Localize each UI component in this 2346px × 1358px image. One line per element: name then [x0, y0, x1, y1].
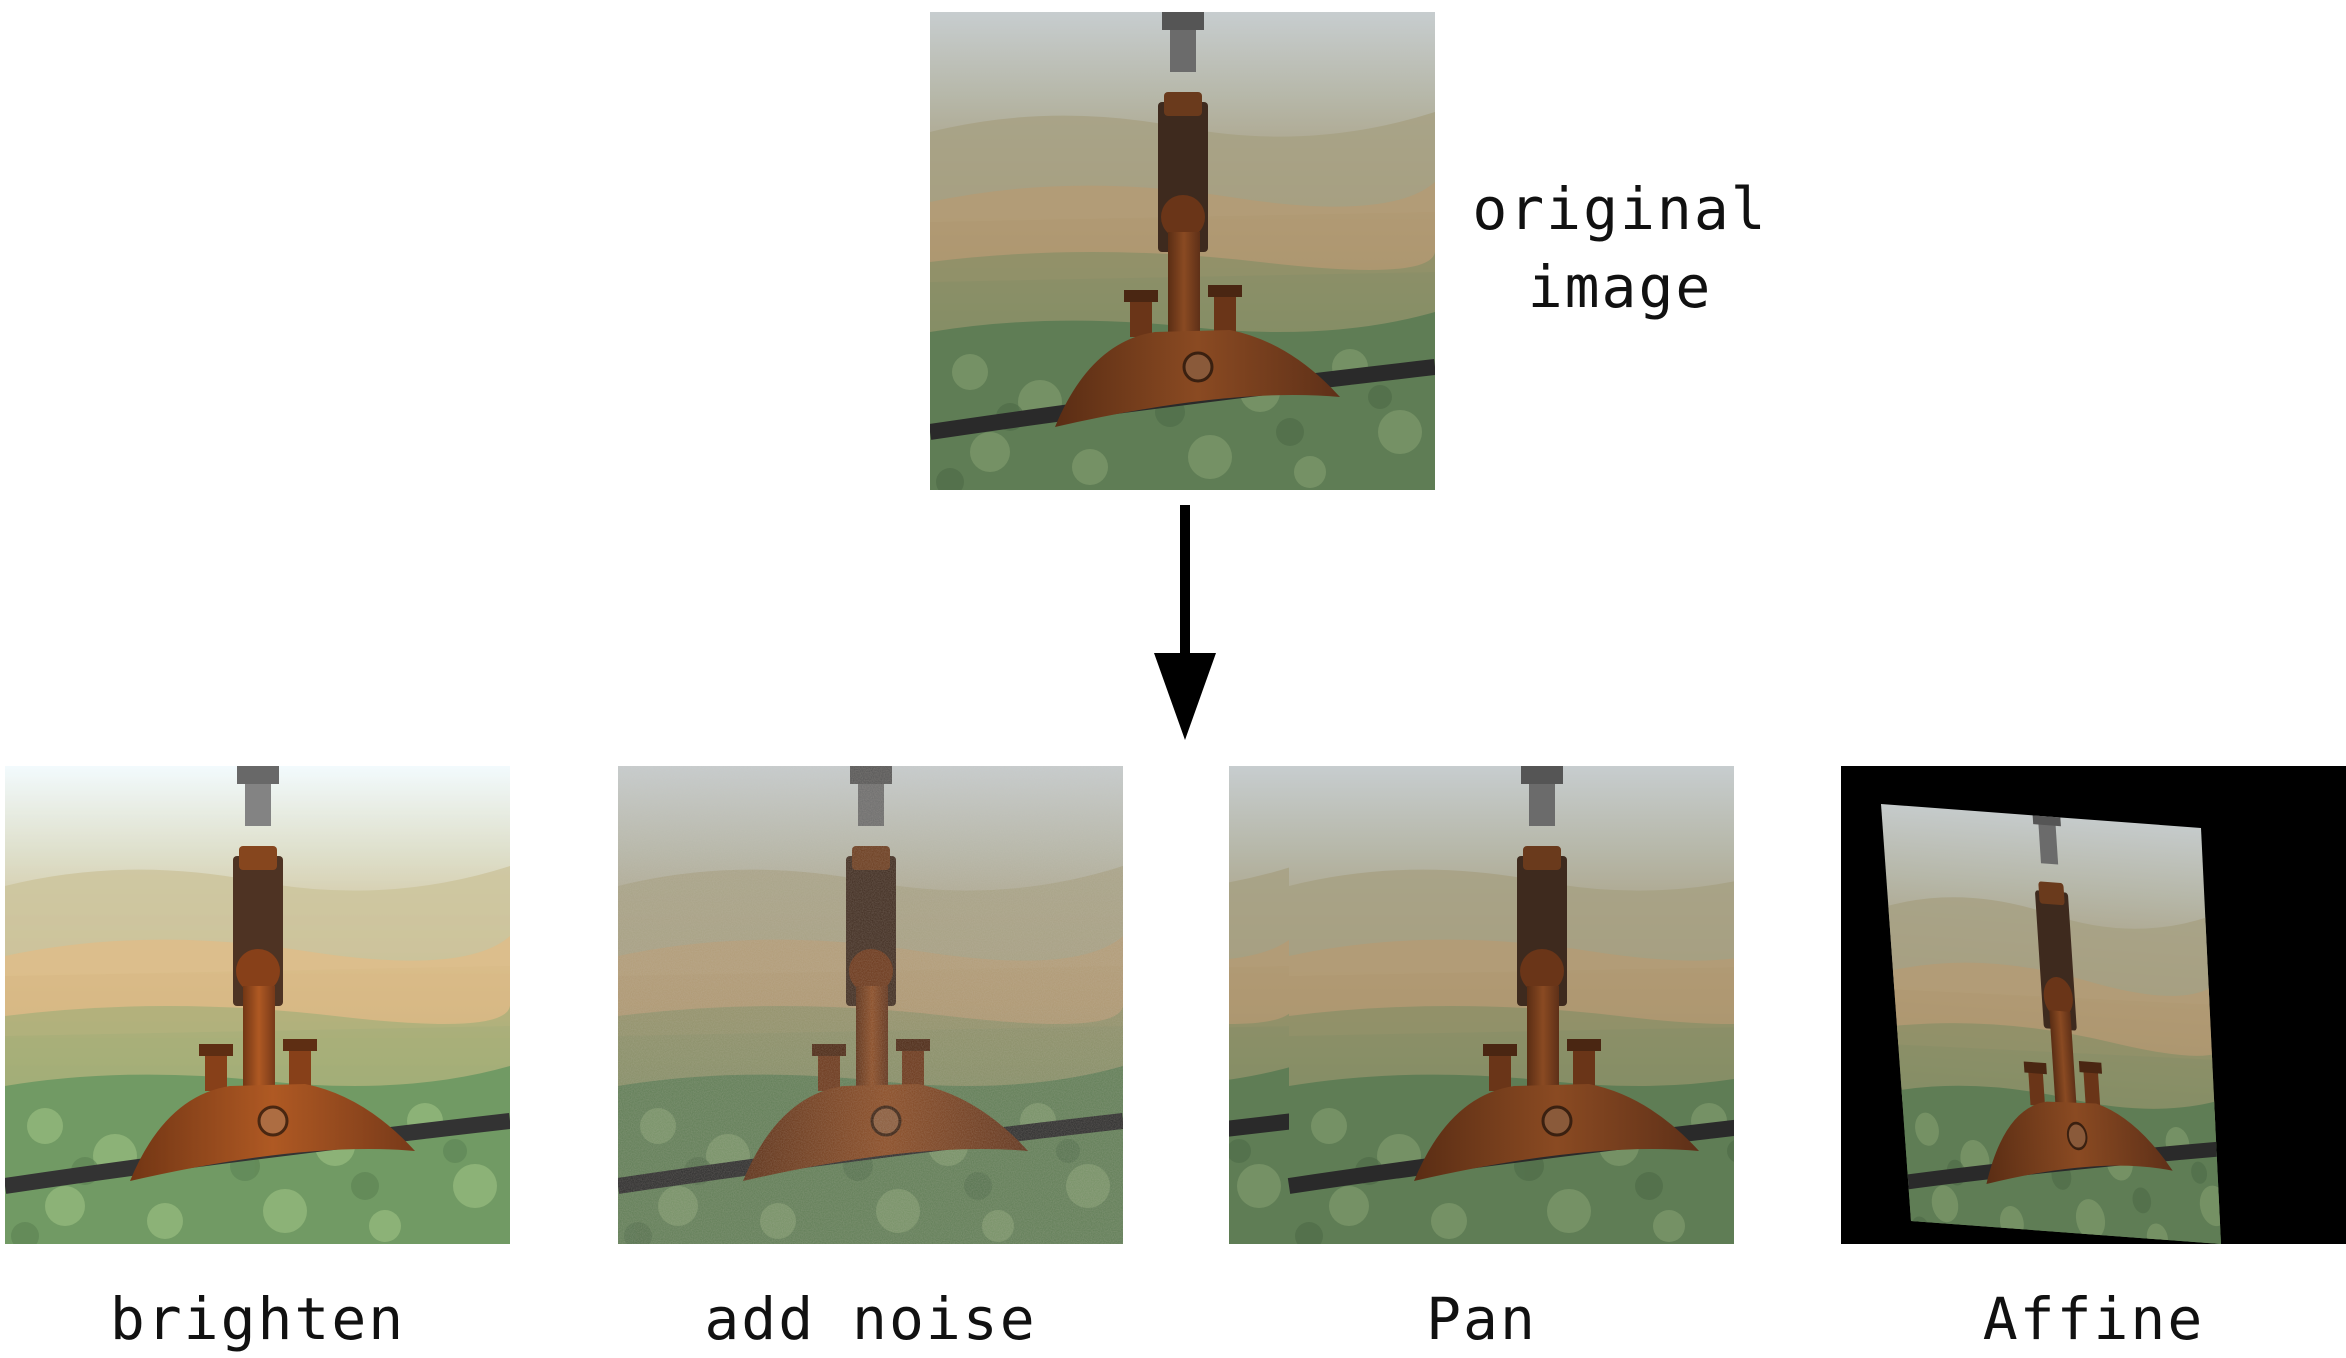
- brighten-label: brighten: [109, 1285, 406, 1353]
- affine-image-graphic: [1841, 766, 2346, 1244]
- original-image-label: original image: [1440, 170, 1800, 326]
- add-noise-image: [618, 766, 1123, 1244]
- arrow-down-icon: [1150, 505, 1220, 745]
- original-image: [930, 12, 1435, 490]
- pan-image: [1229, 766, 1734, 1244]
- affine-image: [1841, 766, 2346, 1244]
- original-label-line2: image: [1527, 253, 1713, 321]
- pan-label: Pan: [1426, 1285, 1537, 1353]
- add-noise-image-graphic: [618, 766, 1123, 1244]
- pan-image-graphic: [1229, 766, 1734, 1244]
- brighten-image-graphic: [5, 766, 510, 1244]
- original-image-graphic: [930, 12, 1435, 490]
- add-noise-label: add noise: [704, 1285, 1037, 1353]
- brighten-image: [5, 766, 510, 1244]
- original-label-line1: original: [1472, 175, 1768, 243]
- affine-label: Affine: [1982, 1285, 2205, 1353]
